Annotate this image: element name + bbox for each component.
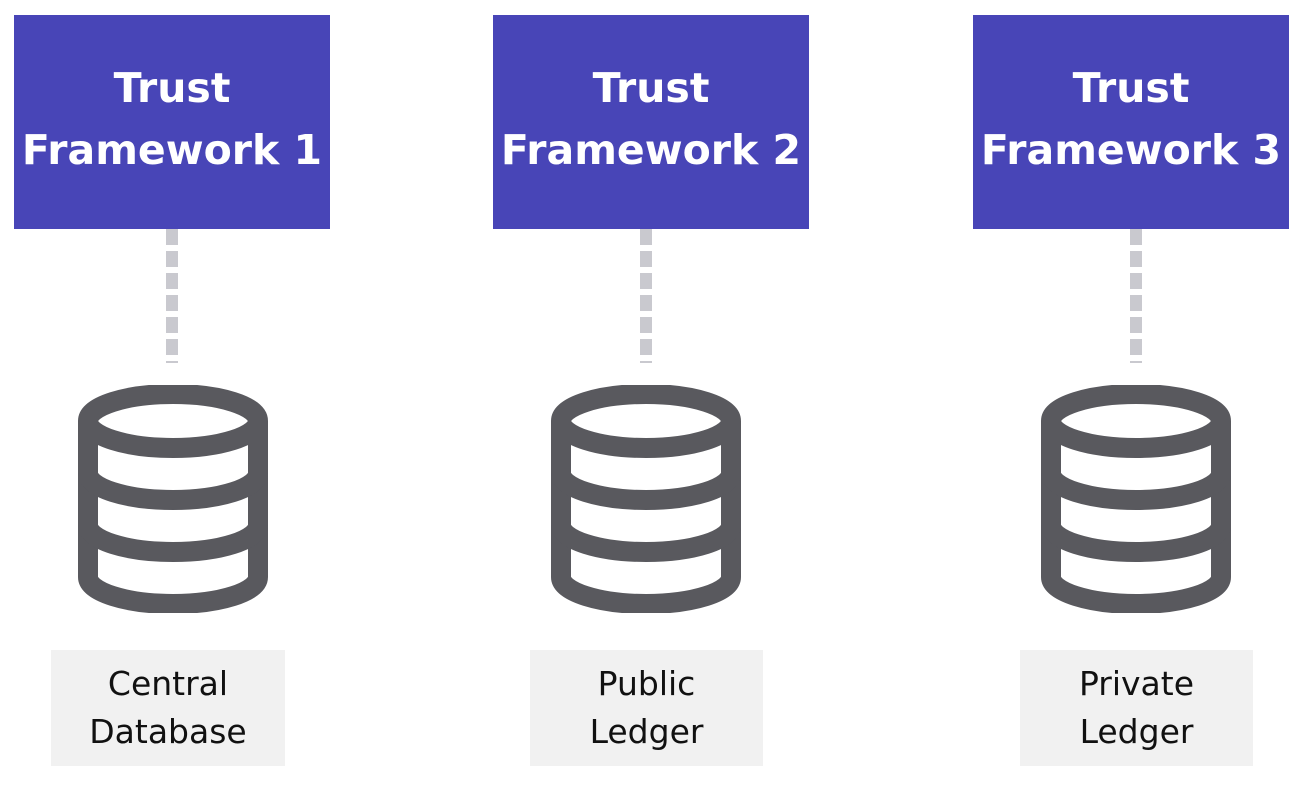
framework-column-2: Trust Framework 2 Public Ledger [493,0,809,788]
framework-title-line-1: Trust [113,64,231,112]
trust-framework-box-3: Trust Framework 3 [973,15,1289,229]
database-icon [1041,385,1231,613]
storage-label-2: Public Ledger [530,650,763,766]
framework-column-1: Trust Framework 1 Central Database [14,0,330,788]
dashed-connector [1130,229,1142,363]
trust-framework-box-2: Trust Framework 2 [493,15,809,229]
storage-label-3: Private Ledger [1020,650,1253,766]
storage-label-line-1: Central [107,664,229,703]
database-icon [551,385,741,613]
framework-title-line-2: Framework 2 [500,126,802,174]
storage-label-line-2: Database [89,712,247,751]
framework-column-3: Trust Framework 3 Private Ledger [973,0,1289,788]
framework-title-line-1: Trust [592,64,710,112]
trust-framework-box-1: Trust Framework 1 [14,15,330,229]
framework-title-line-1: Trust [1072,64,1190,112]
dashed-connector [640,229,652,363]
storage-label-line-2: Ledger [589,712,704,751]
storage-label-1: Central Database [51,650,285,766]
storage-label-line-1: Public [597,664,696,703]
database-icon [78,385,268,613]
storage-label-line-1: Private [1078,664,1195,703]
storage-label-line-2: Ledger [1079,712,1194,751]
framework-title-line-2: Framework 1 [21,126,323,174]
framework-title-line-2: Framework 3 [980,126,1282,174]
dashed-connector [166,229,178,363]
